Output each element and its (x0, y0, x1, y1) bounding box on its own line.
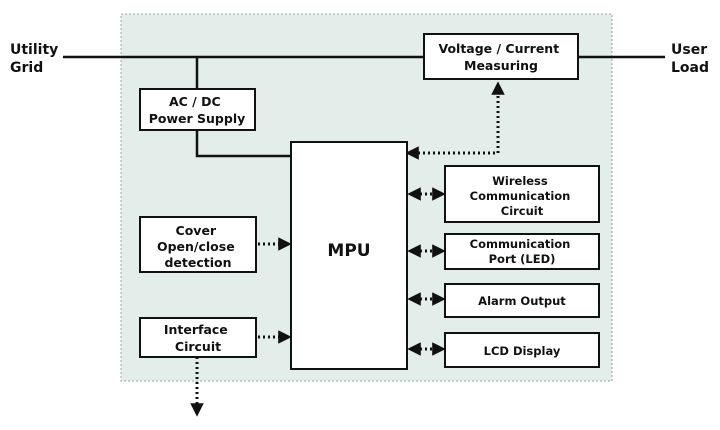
utility-grid-label: Utility Grid (10, 42, 63, 76)
voltage-current-block: Voltage / Current Measuring (423, 33, 579, 80)
power-feed (195, 130, 291, 158)
power-supply-block: AC / DC Power Supply (139, 88, 256, 131)
svg-text:Communication Port (LED): Communication Port (LED) (470, 237, 575, 266)
svg-text:AC / DC Power Supply: AC / DC Power Supply (149, 94, 246, 126)
svg-text:LCD Display: LCD Display (484, 344, 561, 358)
svg-text:Wireless Communication: Wireless Communication Circuit (470, 174, 575, 218)
alarm-output-block: Alarm Output (444, 283, 600, 318)
measuring-link (405, 81, 505, 160)
cover-detection-block: Cover Open/close detection (139, 216, 257, 273)
svg-text:Cover Open/close d: Cover Open/close detection (157, 223, 239, 270)
svg-text:Interface Circuit: Interface Circuit (164, 322, 232, 354)
svg-text:MPU: MPU (327, 241, 370, 261)
mpu-block: MPU (290, 141, 408, 370)
wireless-block: Wireless Communication Circuit (444, 165, 600, 223)
user-load-label: User Load (671, 42, 712, 76)
comm-port-block: Communication Port (LED) (444, 233, 600, 270)
svg-text:Voltage / Current Measur: Voltage / Current Measuring (438, 41, 563, 73)
svg-text:Alarm Output: Alarm Output (478, 294, 566, 308)
interface-circuit-block: Interface Circuit (139, 317, 257, 358)
lcd-display-block: LCD Display (444, 332, 600, 368)
